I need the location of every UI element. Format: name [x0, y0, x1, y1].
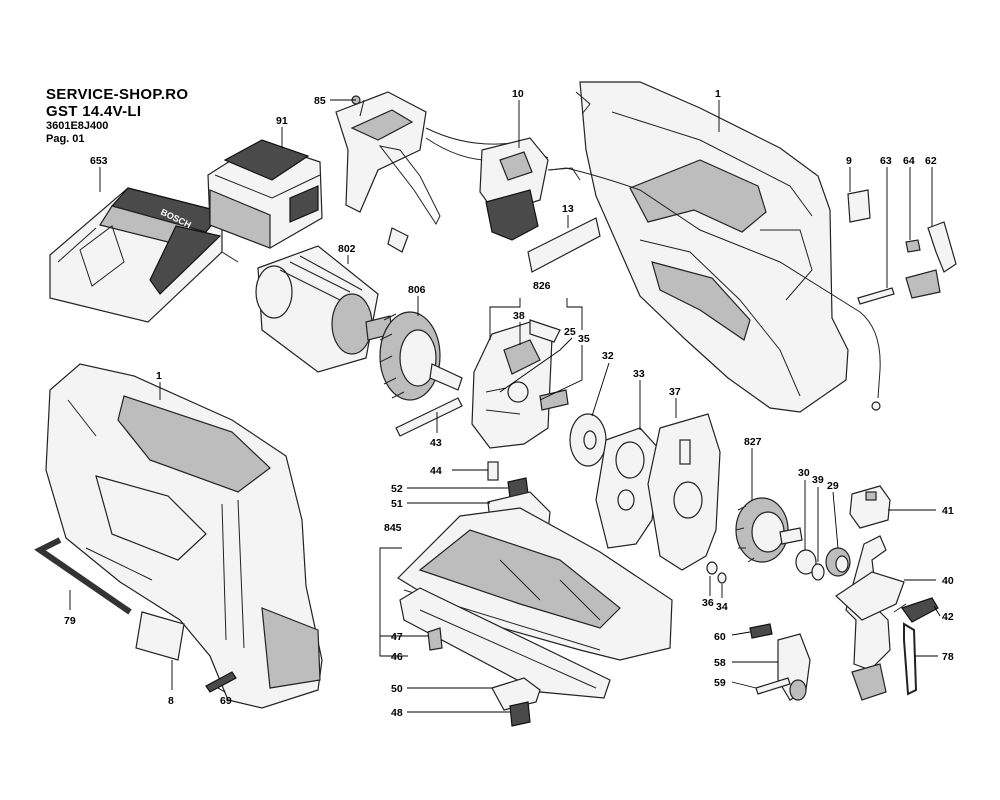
callout-85: 85 [314, 95, 326, 107]
callout-1-top: 1 [715, 88, 721, 100]
charger-part: BOSCH [49, 187, 239, 323]
gearbox-part [471, 319, 569, 449]
model-name: GST 14.4V-LI [46, 103, 142, 120]
shop-name: SERVICE-SHOP.RO [46, 86, 189, 103]
footplate-part [397, 507, 673, 699]
callout-47: 47 [391, 631, 403, 643]
main-housing-part [45, 363, 323, 709]
cable-terminal-part [871, 401, 881, 411]
screw-part-69 [205, 671, 237, 693]
pad-part-60 [749, 623, 773, 639]
spring-part-78 [903, 622, 918, 696]
callout-9: 9 [846, 155, 852, 167]
shaft-part-43 [395, 397, 463, 437]
callout-58: 58 [714, 657, 726, 669]
lock-button-part [527, 217, 601, 273]
callout-38: 38 [513, 310, 525, 322]
callout-78: 78 [942, 651, 954, 663]
ring-part-34 [717, 572, 727, 584]
motor-part [255, 245, 393, 373]
callout-10: 10 [512, 88, 524, 100]
callout-60: 60 [714, 631, 726, 643]
battery-part [207, 139, 323, 249]
callout-46: 46 [391, 651, 403, 663]
callout-42: 42 [942, 611, 954, 623]
hex-key-part-79 [34, 537, 132, 615]
lever-part-62 [905, 221, 957, 299]
page-number: Pag. 01 [46, 133, 85, 145]
plate-part-33 [595, 427, 661, 549]
callout-62: 62 [925, 155, 937, 167]
callout-845: 845 [384, 522, 402, 534]
callout-63: 63 [880, 155, 892, 167]
lever-part-58 [777, 633, 811, 701]
callout-8: 8 [168, 695, 174, 707]
washer-part-32 [569, 413, 607, 467]
large-gear-part [735, 497, 803, 563]
callout-827: 827 [744, 436, 762, 448]
plunger-part-40 [835, 535, 905, 701]
callout-labels: 653 91 85 10 1 9 63 64 62 13 802 806 826… [64, 88, 954, 719]
plate-part-37 [647, 413, 721, 571]
part-number: 3601E8J400 [46, 120, 109, 132]
washer-part-30 [795, 549, 817, 575]
cable-part [549, 167, 881, 399]
screw-part-48 [509, 701, 531, 727]
leader-lines [69, 99, 941, 713]
callout-50: 50 [391, 683, 403, 695]
callout-64: 64 [903, 155, 915, 167]
callout-25: 25 [564, 326, 576, 338]
electronics-module-part [335, 91, 581, 253]
callout-59: 59 [714, 677, 726, 689]
callout-39: 39 [812, 474, 824, 486]
callout-69: 69 [220, 695, 232, 707]
callout-34: 34 [716, 601, 728, 613]
screw-part-64 [905, 239, 921, 253]
callout-29: 29 [827, 480, 839, 492]
callout-51: 51 [391, 498, 403, 510]
callout-806: 806 [408, 284, 426, 296]
label-part-8 [135, 611, 185, 661]
callout-30: 30 [798, 467, 810, 479]
callout-826: 826 [533, 280, 551, 292]
pin-part-59 [755, 677, 791, 695]
callout-36: 36 [702, 597, 714, 609]
callout-48: 48 [391, 707, 403, 719]
roller-part-29 [825, 547, 851, 577]
callout-40: 40 [942, 575, 954, 587]
callout-37: 37 [669, 386, 681, 398]
screw-part-47 [427, 627, 443, 651]
callout-653: 653 [90, 155, 108, 167]
callout-13: 13 [562, 203, 574, 215]
label-part-9 [847, 189, 871, 223]
pin-part-44 [487, 461, 499, 481]
callout-44: 44 [430, 465, 442, 477]
callout-32: 32 [602, 350, 614, 362]
callout-52: 52 [391, 483, 403, 495]
callout-91: 91 [276, 115, 288, 127]
ring-part-39 [811, 563, 825, 581]
washer-part-36 [706, 561, 718, 575]
callout-1-left: 1 [156, 370, 162, 382]
callout-41: 41 [942, 505, 954, 517]
callout-33: 33 [633, 368, 645, 380]
guide-part-41 [849, 485, 891, 529]
housing-half-part [575, 81, 849, 413]
callout-79: 79 [64, 615, 76, 627]
callout-43: 43 [430, 437, 442, 449]
callout-802: 802 [338, 243, 356, 255]
callout-35: 35 [578, 333, 590, 345]
pin-part-63 [857, 287, 895, 305]
clamp-part-42 [893, 597, 939, 623]
bevel-gear-part [379, 311, 463, 401]
